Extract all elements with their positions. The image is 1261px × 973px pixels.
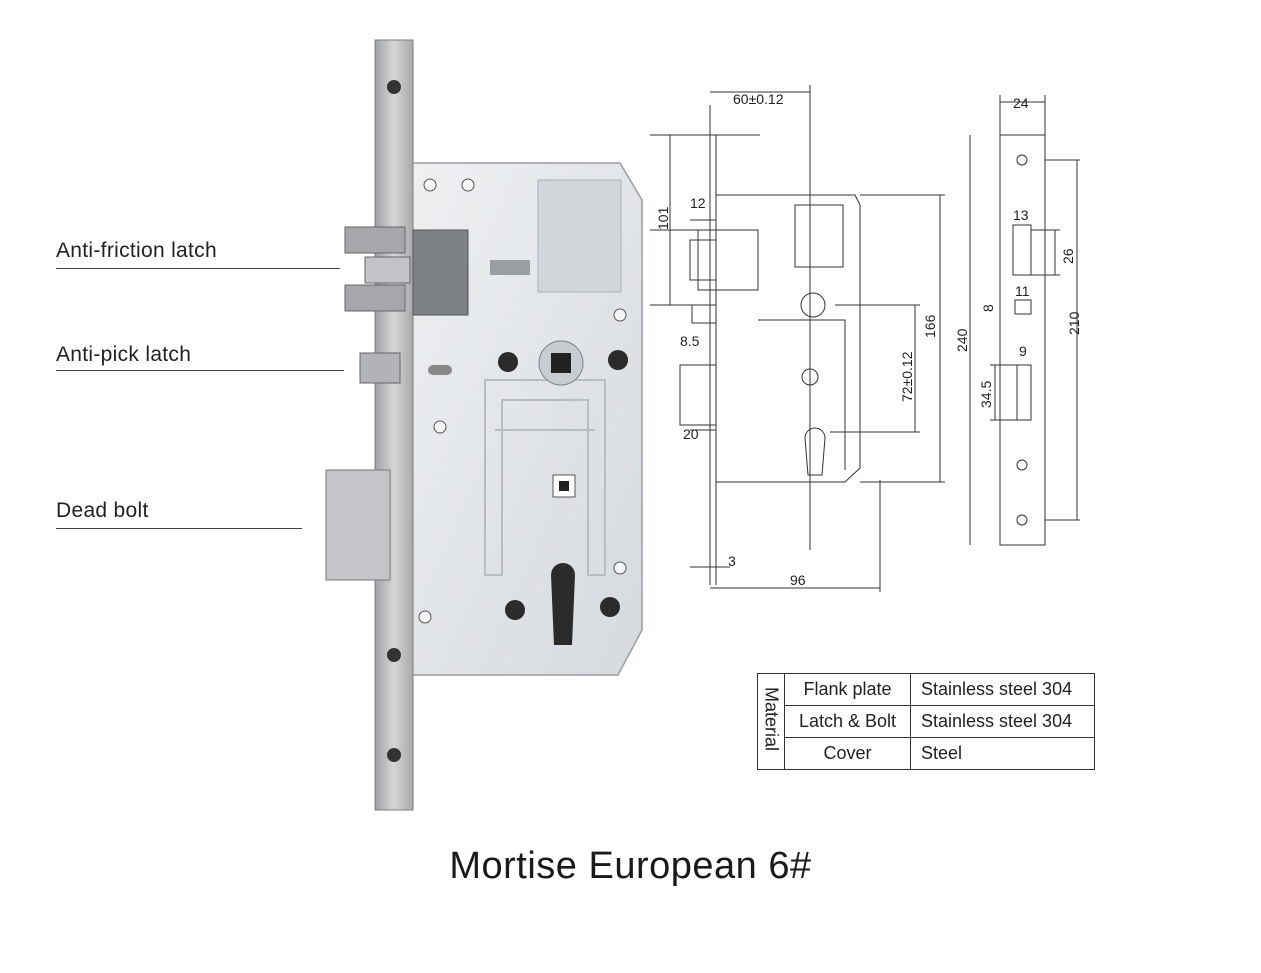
mortise-lock-illustration <box>325 39 643 811</box>
table-cell-material: Steel <box>910 737 1095 770</box>
callout-anti-friction-latch: Anti-friction latch <box>56 239 217 262</box>
dim-antipick-w: 11 <box>1015 283 1030 299</box>
callout-dead-bolt: Dead bolt <box>56 499 149 522</box>
table-header: Material <box>761 686 782 752</box>
callout-line <box>56 528 302 529</box>
dim-plate-length: 240 <box>955 328 970 352</box>
table-cell-material: Stainless steel 304 <box>910 673 1095 706</box>
dim-center-distance: 72±0.12 <box>899 351 915 402</box>
table-header-cell: Material <box>757 673 785 770</box>
dim-case-height: 166 <box>922 314 938 338</box>
dim-backset: 60±0.12 <box>733 91 784 107</box>
dim-screw-distance: 210 <box>1066 311 1082 335</box>
side-technical-drawing: 24 13 26 8 11 210 9 34.5 240 <box>955 95 1082 546</box>
table-row: Cover Steel <box>758 737 1095 770</box>
dim-plate-thickness: 3 <box>728 553 736 569</box>
callout-anti-pick-latch: Anti-pick latch <box>56 343 192 366</box>
dead-bolt <box>325 469 391 581</box>
dim-bolt-h: 34.5 <box>978 381 994 408</box>
dim-offset: 8.5 <box>680 333 700 349</box>
dim-latch-depth: 20 <box>683 426 699 442</box>
callout-line <box>56 370 344 371</box>
table-cell-part: Flank plate <box>784 673 911 706</box>
flank-plate <box>374 39 414 811</box>
dim-case-width: 96 <box>790 572 806 588</box>
table-row: Latch & Bolt Stainless steel 304 <box>758 705 1095 738</box>
page-title: Mortise European 6# <box>449 845 812 887</box>
dim-latch-width: 12 <box>690 195 706 211</box>
callout-line <box>56 268 340 269</box>
anti-friction-latch <box>344 226 406 254</box>
table-cell-part: Latch & Bolt <box>784 705 911 738</box>
dim-latch-height: 101 <box>655 206 671 230</box>
anti-pick-latch <box>359 352 401 384</box>
table-row: Material Flank plate Stainless steel 304 <box>757 673 1095 770</box>
dim-antipick-h: 8 <box>980 304 996 312</box>
dim-latch-slot-h: 26 <box>1060 248 1076 264</box>
table-cell-part: Cover <box>784 737 911 770</box>
front-technical-drawing: 60±0.12 12 101 8.5 20 3 96 72±0.12 166 <box>650 85 945 592</box>
dim-bolt-w: 9 <box>1019 343 1027 359</box>
table-cell-material: Stainless steel 304 <box>910 705 1095 738</box>
dim-plate-width: 24 <box>1013 95 1029 111</box>
dim-latch-slot-w: 13 <box>1013 207 1029 223</box>
material-table: Material Flank plate Stainless steel 304… <box>757 673 1095 770</box>
